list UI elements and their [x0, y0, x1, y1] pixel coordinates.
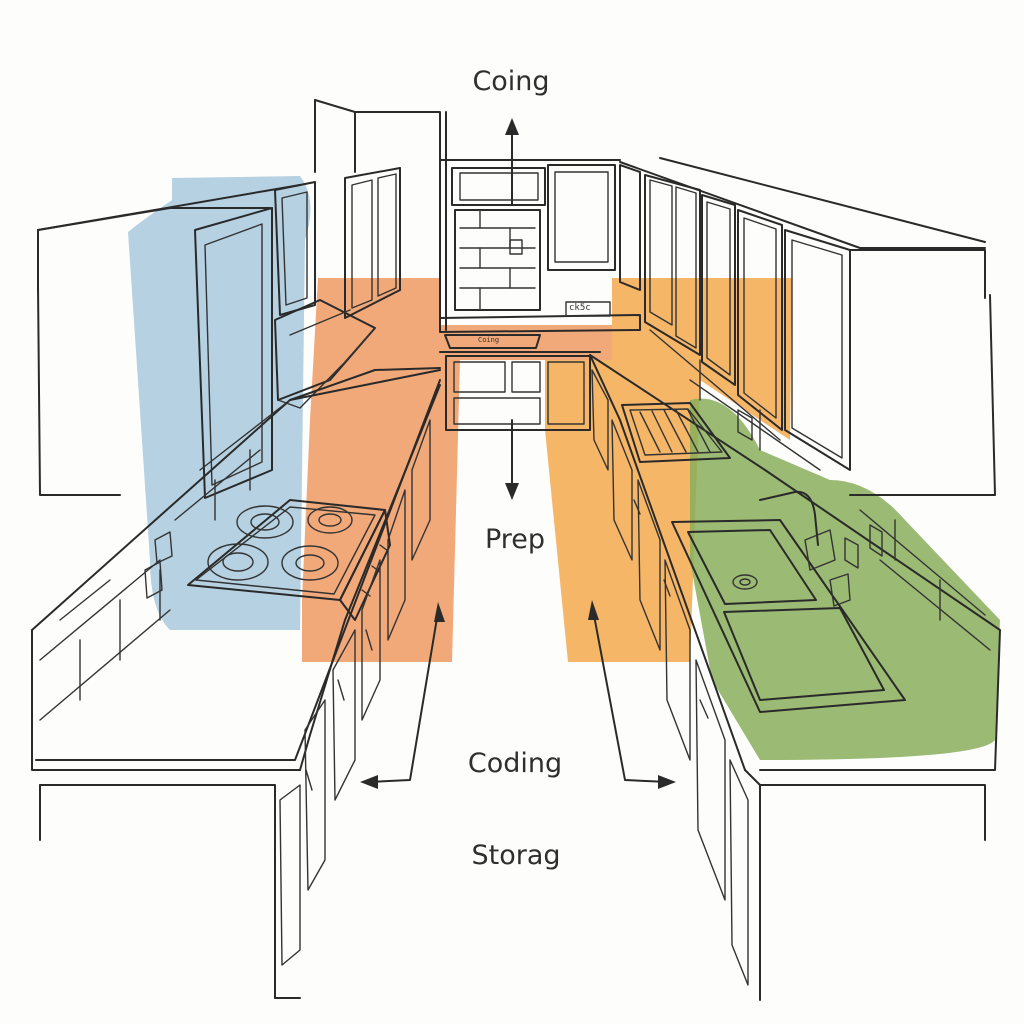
green-zone [690, 398, 1000, 760]
arrow-right-icon [588, 600, 676, 789]
label-bottom: Storag [471, 840, 561, 871]
left-backsplash-tiles [39, 399, 291, 721]
left-lower-cabinets [274, 384, 441, 999]
blue-zone [128, 176, 311, 630]
stove [187, 499, 391, 621]
arrow-down-icon [505, 419, 519, 500]
label-bottom-arrows: Coding [467, 748, 563, 779]
back-wall [439, 164, 641, 431]
right-upper-cabinets [619, 164, 996, 496]
right-backsplash-tiles [649, 329, 991, 651]
arrow-left-icon [360, 602, 445, 789]
back-tiles [459, 209, 536, 311]
range-hood [274, 299, 376, 409]
drainboard [621, 402, 731, 463]
arrow-up-icon [505, 118, 519, 206]
right-lower-cabinets [591, 369, 749, 986]
left-counter [31, 367, 441, 999]
counter-note-text: Coing [478, 336, 500, 344]
label-middle: Prep [484, 524, 546, 555]
backsplash-outlet-text: ck5c [569, 303, 591, 313]
left-upper-cabinets [37, 167, 401, 499]
burners [207, 505, 353, 581]
sink [671, 490, 906, 713]
right-counter [589, 329, 1001, 1001]
label-top: Coing [472, 66, 550, 97]
